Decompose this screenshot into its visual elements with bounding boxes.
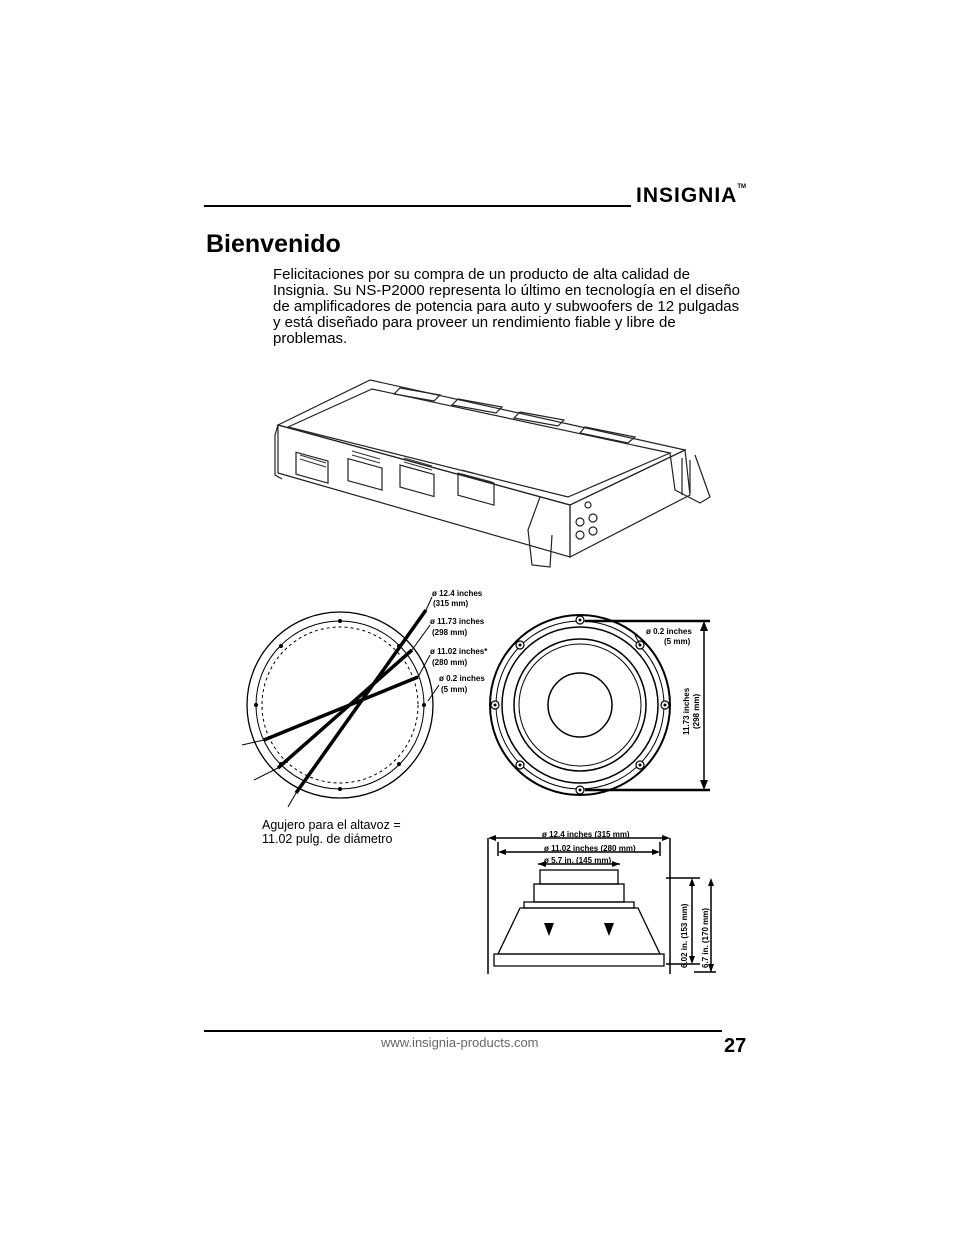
caption-line-1: Agujero para el altavoz = [262, 818, 401, 832]
page-number: 27 [724, 1035, 747, 1057]
footer-rule [204, 1030, 722, 1032]
intro-paragraph: Felicitaciones por su compra de un produ… [273, 266, 740, 347]
subwoofer-front-view: ø 0.2 inches (5 mm) 11.73 inches (298 mm… [489, 614, 710, 796]
front-hole-label: ø 0.2 inches [646, 627, 692, 636]
front-height-label: 11.73 inches [682, 687, 691, 735]
cutout-hole-diameter-label: ø 11.02 inches* [430, 647, 488, 656]
cutout-screw-hole-label: ø 0.2 inches [439, 674, 485, 683]
cutout-screw-hole-mm: (5 mm) [441, 685, 468, 694]
brand-logo: INSIGNIATM [636, 184, 746, 208]
cutout-caption: Agujero para el altavoz = 11.02 pulg. de… [262, 818, 442, 846]
footer-url[interactable]: www.insignia-products.com [381, 1035, 539, 1050]
side-overall-depth-label: 6.7 in. (170 mm) [701, 908, 710, 968]
header-rule [204, 205, 631, 207]
side-overall-diameter-label: ø 12.4 inches (315 mm) [542, 830, 630, 839]
amplifier-illustration [274, 379, 711, 568]
cutout-hole-diameter-mm: (280 mm) [432, 658, 467, 667]
cutout-outer-diameter-label: ø 12.4 inches [432, 589, 483, 598]
front-height-mm: (298 mm) [692, 694, 701, 729]
cutout-outer-diameter-mm: (315 mm) [433, 599, 468, 608]
subwoofer-side-view: ø 12.4 inches (315 mm) ø 11.02 inches (2… [487, 830, 716, 974]
caption-line-2: 11.02 pulg. de diámetro [262, 832, 393, 846]
side-cutout-diameter-label: ø 11.02 inches (280 mm) [544, 844, 636, 853]
cutout-template-diagram: ø 12.4 inches (315 mm) ø 11.73 inches (2… [241, 589, 488, 808]
front-hole-mm: (5 mm) [664, 637, 691, 646]
side-mounting-depth-label: 6.02 in. (153 mm) [680, 903, 689, 968]
page-title: Bienvenido [206, 230, 341, 258]
cutout-mounting-diameter-label: ø 11.73 inches [430, 617, 485, 626]
trademark: TM [737, 184, 747, 190]
side-magnet-diameter-label: ø 5.7 in. (145 mm) [544, 856, 611, 865]
brand-name: INSIGNIA [636, 184, 738, 207]
cutout-mounting-diameter-mm: (298 mm) [432, 628, 467, 637]
